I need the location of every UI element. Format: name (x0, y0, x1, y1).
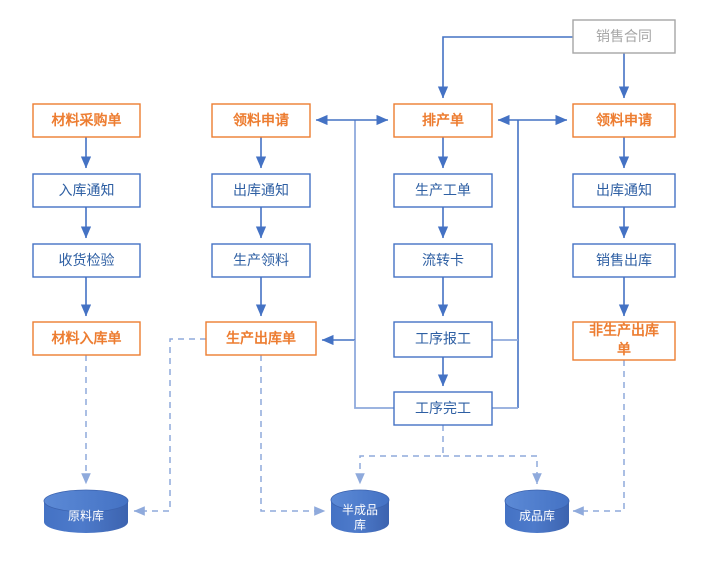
connector-sckd-to-ylk (133, 338, 206, 516)
node-label: 生产工单 (415, 182, 471, 198)
node-label: 排产单 (422, 112, 464, 128)
connector-xsht-to-pcd (437, 36, 573, 99)
node-non-production-issue-order[interactable]: 非生产出库 单 (572, 321, 676, 361)
node-receiving-inspection[interactable]: 收货检验 (32, 243, 141, 278)
node-operation-reporting[interactable]: 工序报工 (393, 321, 493, 358)
node-label: 流转卡 (422, 252, 464, 268)
node-label: 工序报工 (415, 331, 471, 347)
node-operation-completion[interactable]: 工序完工 (393, 391, 493, 426)
node-label: 销售合同 (596, 28, 652, 44)
connector-spine-right (492, 114, 568, 409)
cylinder-label-line2: 库 (354, 517, 366, 532)
connector-gxwg-to-warehouses (355, 425, 542, 485)
node-label: 入库通知 (59, 182, 115, 198)
node-production-issue-order[interactable]: 生产出库单 (205, 321, 317, 356)
cylinder-semi-finished-warehouse[interactable]: 半成品 库 (330, 489, 390, 533)
node-outbound-notice-production[interactable]: 出库通知 (211, 173, 311, 208)
node-label: 出库通知 (596, 182, 652, 198)
connector-gxwg-to-sckd-spine (354, 340, 394, 409)
node-label: 材料采购单 (52, 112, 122, 128)
node-material-purchase-order[interactable]: 材料采购单 (32, 103, 141, 138)
node-production-picking[interactable]: 生产领料 (211, 243, 311, 278)
node-sales-contract[interactable]: 销售合同 (572, 19, 676, 54)
node-sales-delivery[interactable]: 销售出库 (572, 243, 676, 278)
node-label: 收货检验 (59, 252, 115, 268)
node-label: 领料申请 (596, 112, 652, 128)
cylinder-label: 成品库 (519, 508, 555, 523)
cylinder-finished-goods-warehouse[interactable]: 成品库 (504, 489, 570, 533)
node-inbound-notice[interactable]: 入库通知 (32, 173, 141, 208)
node-production-schedule-order[interactable]: 排产单 (393, 103, 493, 138)
cylinder-label: 原料库 (68, 508, 104, 523)
node-material-requisition-production[interactable]: 领料申请 (211, 103, 311, 138)
connector-sckd-to-bcpk (260, 355, 326, 516)
node-label: 材料入库单 (52, 330, 122, 346)
node-label-line1: 非生产出库 (589, 322, 659, 338)
node-label: 领料申请 (233, 112, 289, 128)
node-label: 生产出库单 (226, 330, 296, 346)
node-label: 生产领料 (233, 252, 289, 268)
node-work-order[interactable]: 生产工单 (393, 173, 493, 208)
node-label-line2: 单 (617, 341, 631, 357)
node-material-receipt-order[interactable]: 材料入库单 (32, 321, 141, 356)
node-material-requisition-sales[interactable]: 领料申请 (572, 103, 676, 138)
connector-fsckd-to-cpk (572, 360, 625, 516)
cylinder-raw-material-warehouse[interactable]: 原料库 (43, 489, 129, 533)
connector-spine-left (315, 114, 389, 346)
cylinder-label-line1: 半成品 (342, 503, 378, 517)
node-outbound-notice-sales[interactable]: 出库通知 (572, 173, 676, 208)
node-label: 出库通知 (233, 182, 289, 198)
node-label: 工序完工 (415, 400, 471, 416)
node-label: 销售出库 (596, 252, 652, 268)
node-routing-card[interactable]: 流转卡 (393, 243, 493, 278)
